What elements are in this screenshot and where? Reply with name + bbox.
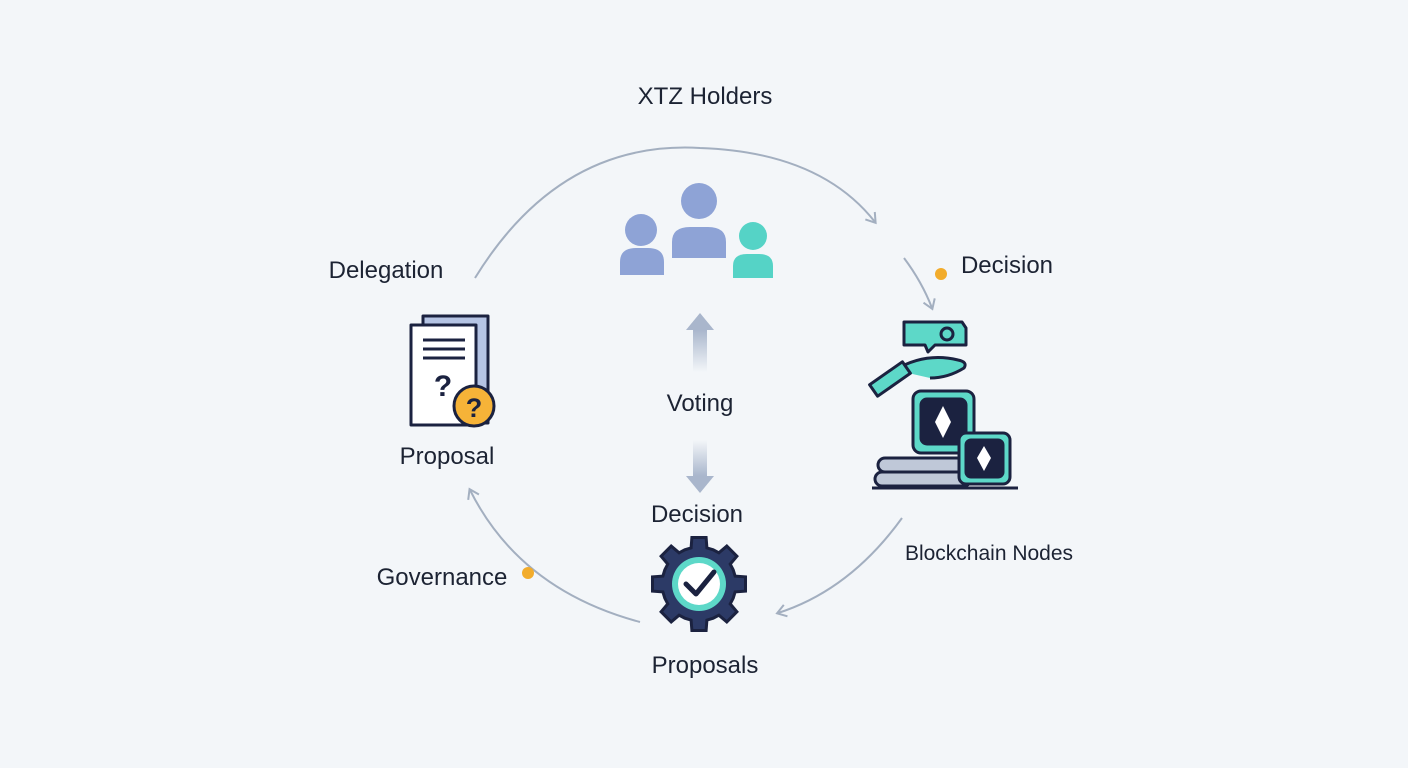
arrow-decision [903,257,936,311]
proposal-document-icon: ? ? [409,314,496,428]
gear-check-icon [651,536,747,632]
label-blockchain-nodes: Blockchain Nodes [904,542,1074,565]
svg-text:?: ? [434,370,452,403]
people-icon [620,183,773,278]
label-voting: Voting [666,390,734,417]
decision-dot [935,268,947,280]
blockchain-nodes-icon [868,320,1018,490]
voting-up-arrow-icon [686,313,714,372]
svg-text:?: ? [466,393,483,423]
label-decision-right: Decision [960,252,1054,279]
label-decision-center: Decision [650,501,744,528]
arrow-bottom-right-arc [775,517,903,618]
voting-down-arrow-icon [686,440,714,493]
arrow-bottom-left-arc [467,487,641,623]
label-xtz-holders: XTZ Holders [637,83,773,110]
label-delegation: Delegation [328,257,444,284]
governance-dot [522,567,534,579]
label-governance: Governance [376,564,508,591]
arrow-top-arc [474,146,877,279]
label-proposals: Proposals [651,652,759,679]
label-proposal: Proposal [399,443,495,470]
